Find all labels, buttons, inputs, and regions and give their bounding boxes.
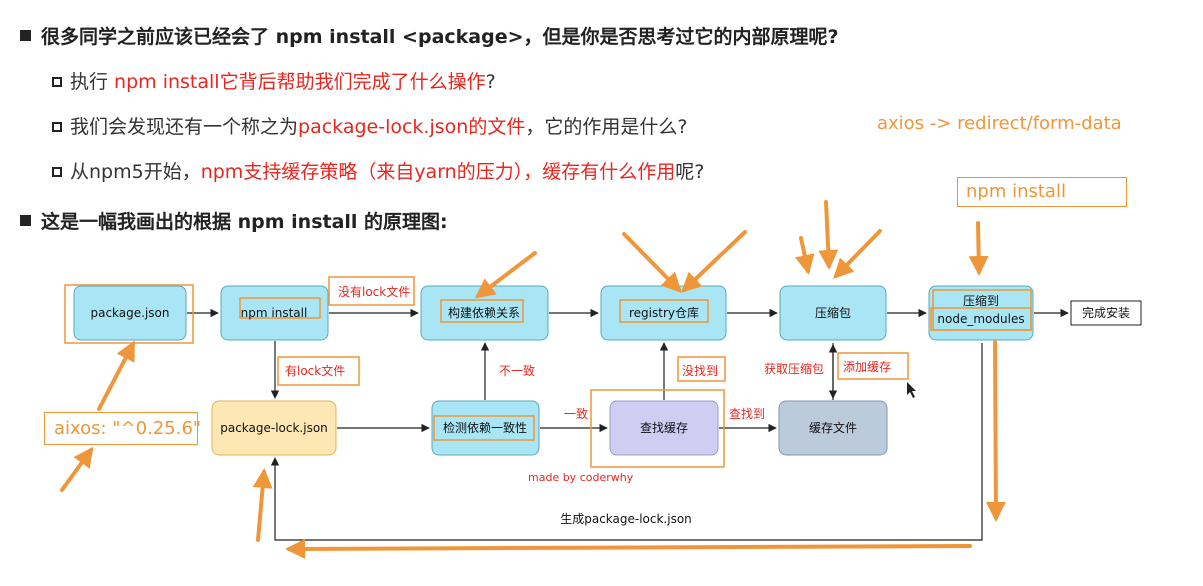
highlight-boxes (64, 276, 1032, 468)
diagram-credit: made by coderwhy (528, 471, 634, 484)
note-aixos-version-box (44, 412, 198, 445)
edge-not-found: 没找到 (682, 363, 718, 378)
sub3-prefix: 从npm5开始， (70, 161, 201, 183)
node-compress (779, 285, 887, 341)
label-node-modules: node_modules (937, 312, 1024, 326)
node-npm-install (220, 285, 329, 341)
sub2-suffix: ，它的作用是什么? (525, 116, 688, 138)
bullet-square-icon (20, 30, 31, 41)
label-build-deps: 构建依赖关系 (448, 305, 520, 320)
sub3-suffix: 呢? (675, 161, 705, 183)
edge-found: 查找到 (729, 407, 765, 421)
cursor-icon (907, 382, 916, 398)
label-compress: 压缩包 (815, 305, 851, 320)
sub2-prefix: 我们会发现还有一个称之为 (70, 116, 299, 138)
sub-bullet-2: 我们会发现还有一个称之为package-lock.json的文件，它的作用是什么… (52, 112, 687, 139)
sub2-highlight: package-lock.json的文件 (298, 116, 526, 138)
note-npm-install: npm install (966, 181, 1066, 202)
node-package-json (73, 285, 187, 341)
note-npm-install-box (957, 177, 1127, 207)
edge-add-cache: 添加缓存 (843, 360, 891, 374)
sub1-prefix: 执行 (70, 71, 115, 93)
node-extract (928, 285, 1034, 341)
bullet-question-2: 这是一幅我画出的根据 npm install 的原理图: (20, 207, 448, 234)
sub1-suffix: ? (485, 71, 496, 93)
annotation-arrows (60, 200, 1006, 559)
node-done (1070, 300, 1142, 326)
edge-gen-lock: 生成package-lock.json (560, 512, 692, 526)
edge-inconsistent: 不一致 (499, 364, 535, 378)
bullet-square-icon (20, 215, 31, 226)
question-1-text: 很多同学之前应该已经会了 npm install <package>，但是你是否… (41, 26, 839, 48)
hollow-square-icon (52, 167, 62, 177)
note-aixos-version: aixos: "^0.25.6" (54, 418, 202, 439)
label-check-deps: 检测依赖一致性 (443, 420, 527, 435)
node-package-lock (211, 400, 337, 456)
label-package-json: package.json (90, 306, 169, 320)
bullet-question-1: 很多同学之前应该已经会了 npm install <package>，但是你是否… (20, 22, 839, 49)
node-check-deps (431, 400, 540, 456)
edge-has-lock: 有lock文件 (285, 363, 345, 378)
edge-no-lock: 没有lock文件 (338, 284, 410, 299)
edge-consistent: 一致 (564, 407, 588, 421)
node-find-cache (609, 400, 719, 456)
node-cache-file (778, 400, 888, 456)
sub-bullet-1: 执行 npm install它背后帮助我们完成了什么操作? (52, 67, 496, 94)
label-done: 完成安装 (1082, 305, 1130, 320)
flow-connectors (187, 308, 1069, 541)
sub1-highlight: npm install它背后帮助我们完成了什么操作 (114, 71, 486, 93)
label-registry: registry仓库 (629, 305, 699, 320)
label-find-cache: 查找缓存 (640, 421, 688, 435)
sub3-highlight: npm支持缓存策略（来自yarn的压力），缓存有什么作用 (200, 161, 676, 183)
label-npm-install: npm install (241, 306, 308, 320)
edge-get-tarball: 获取压缩包 (764, 361, 824, 376)
label-extract: 压缩到 (963, 293, 999, 308)
sub-bullet-3: 从npm5开始，npm支持缓存策略（来自yarn的压力），缓存有什么作用呢? (52, 157, 704, 184)
note-axios-redirect: axios -> redirect/form-data (877, 113, 1122, 134)
label-cache-file: 缓存文件 (809, 420, 857, 435)
hollow-square-icon (52, 122, 62, 132)
hollow-square-icon (52, 77, 62, 87)
question-2-text: 这是一幅我画出的根据 npm install 的原理图: (41, 211, 448, 233)
label-package-lock: package-lock.json (220, 421, 328, 435)
